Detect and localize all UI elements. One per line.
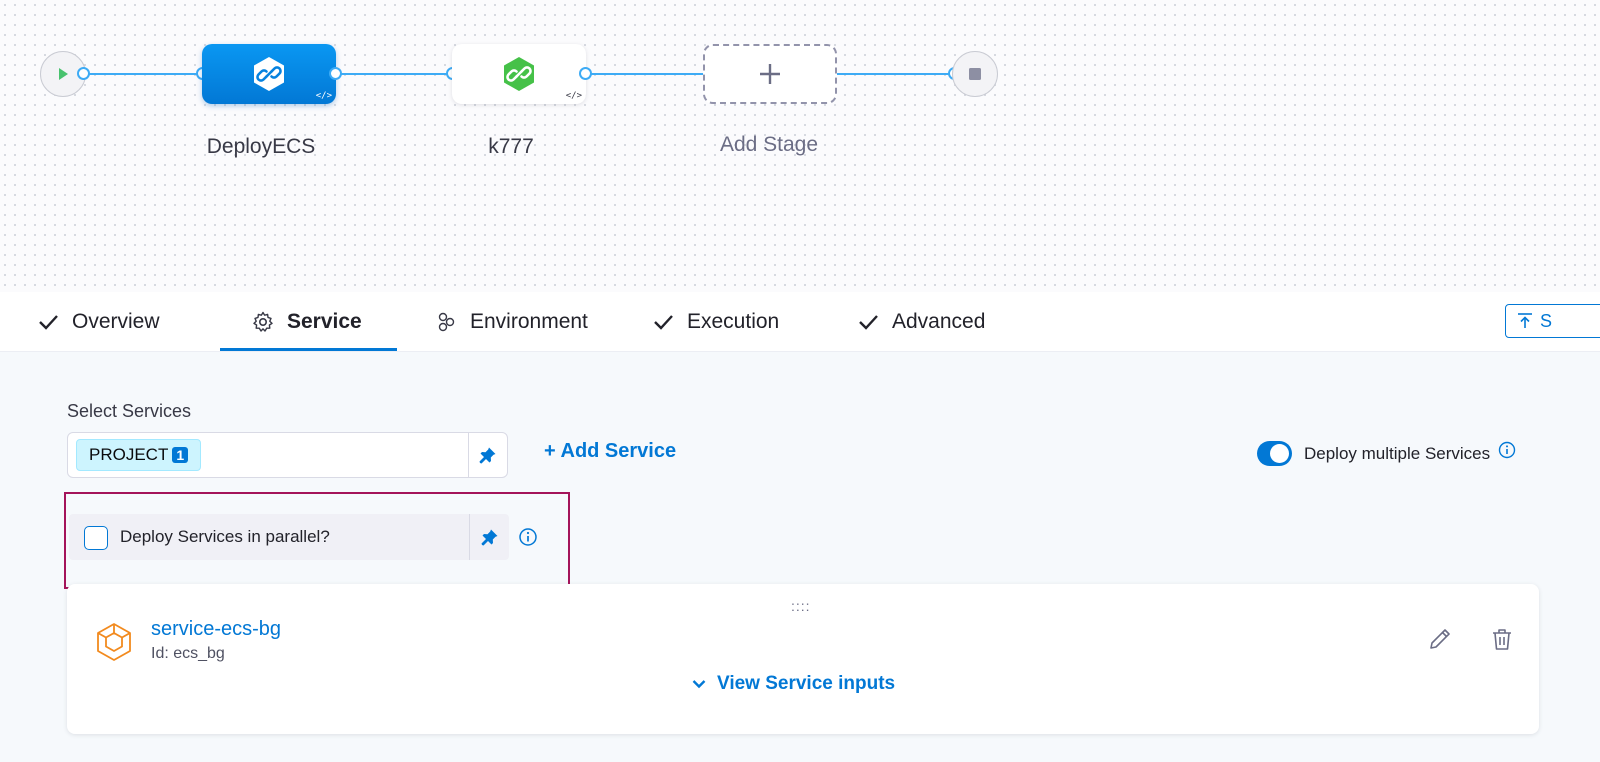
info-icon[interactable] <box>518 527 538 547</box>
edge-deployecs-k777 <box>341 73 453 75</box>
deploy-multiple-services-toggle[interactable] <box>1257 441 1292 466</box>
ecs-service-icon <box>97 623 131 661</box>
trash-icon[interactable] <box>1489 626 1515 652</box>
edge-start-deployecs <box>89 73 203 75</box>
tab-advanced[interactable]: Advanced <box>856 292 985 352</box>
info-icon[interactable] <box>1498 441 1516 459</box>
tab-execution[interactable]: Execution <box>651 292 779 352</box>
stop-icon <box>969 68 981 80</box>
tab-overview[interactable]: Overview <box>36 292 160 352</box>
tab-label: Advanced <box>892 310 986 333</box>
custom-chain-icon <box>504 57 534 91</box>
drag-handle-icon[interactable]: :::: <box>791 598 811 614</box>
select-services-input[interactable]: PROJECT 1 <box>67 432 508 478</box>
add-stage-label: Add Stage <box>719 133 819 156</box>
stage-label-k777: k777 <box>488 135 534 158</box>
tab-service[interactable]: Service <box>251 292 362 352</box>
stage-deployecs[interactable]: </> <box>202 44 336 104</box>
pin-icon <box>481 529 497 546</box>
add-stage-button[interactable] <box>703 44 837 104</box>
port <box>329 67 342 80</box>
select-services-label: Select Services <box>67 401 192 421</box>
environment-icon <box>434 310 458 334</box>
upload-icon <box>1518 313 1532 328</box>
stage-k777[interactable]: </> <box>452 44 586 104</box>
view-service-inputs-label: View Service inputs <box>717 673 896 694</box>
stage-tabs: Overview Service Environment Execution A… <box>0 292 1600 352</box>
tab-label: Service <box>287 310 362 333</box>
deploy-parallel-label: Deploy Services in parallel? <box>120 527 330 546</box>
pipeline-end-node[interactable] <box>952 51 998 97</box>
active-tab-indicator <box>220 348 397 351</box>
gear-icon <box>251 310 275 334</box>
check-icon <box>651 310 675 334</box>
tag-label: PROJECT <box>89 445 169 464</box>
check-icon <box>36 310 60 334</box>
check-icon <box>856 310 880 334</box>
tab-environment[interactable]: Environment <box>434 292 588 352</box>
pin-icon <box>479 447 496 464</box>
tab-label: Execution <box>687 310 780 333</box>
service-id: Id: ecs_bg <box>151 645 225 662</box>
tag-count-badge: 1 <box>172 447 189 463</box>
tab-label: Environment <box>470 310 588 333</box>
pipeline-canvas[interactable]: </> DeployECS </> k777 Add Stage <box>0 0 1600 300</box>
service-card: :::: service-ecs-bg Id: ecs_bg View Serv… <box>67 584 1539 734</box>
add-service-label: + Add Service <box>544 440 677 462</box>
tab-label: Overview <box>72 310 160 333</box>
edit-icon[interactable] <box>1427 626 1453 652</box>
pin-button[interactable] <box>469 514 509 560</box>
save-as-template-button[interactable]: S <box>1505 304 1600 338</box>
deploy-multiple-services-toggle-row: Deploy multiple Services <box>1257 441 1516 466</box>
port <box>77 67 90 80</box>
save-button-label: S <box>1540 310 1553 331</box>
ecs-chain-icon <box>254 57 284 91</box>
add-service-button[interactable]: + Add Service <box>544 440 676 463</box>
selected-service-tag[interactable]: PROJECT 1 <box>76 439 202 471</box>
pin-button[interactable] <box>468 433 507 477</box>
play-icon <box>59 68 68 80</box>
view-service-inputs-button[interactable]: View Service inputs <box>691 673 895 695</box>
deploy-multiple-services-label: Deploy multiple Services <box>1304 443 1491 463</box>
plus-icon <box>760 64 780 84</box>
service-name-link[interactable]: service-ecs-bg <box>151 618 282 640</box>
port <box>579 67 592 80</box>
yaml-code-icon: </> <box>565 91 582 101</box>
yaml-code-icon: </> <box>315 91 332 101</box>
chevron-down-icon <box>692 680 706 689</box>
deploy-parallel-checkbox[interactable] <box>84 526 108 550</box>
deploy-parallel-row: Deploy Services in parallel? <box>69 514 509 560</box>
edge-add-end <box>835 73 955 75</box>
stage-label-deployecs: DeployECS <box>206 135 316 158</box>
edge-k777-add <box>591 73 703 75</box>
